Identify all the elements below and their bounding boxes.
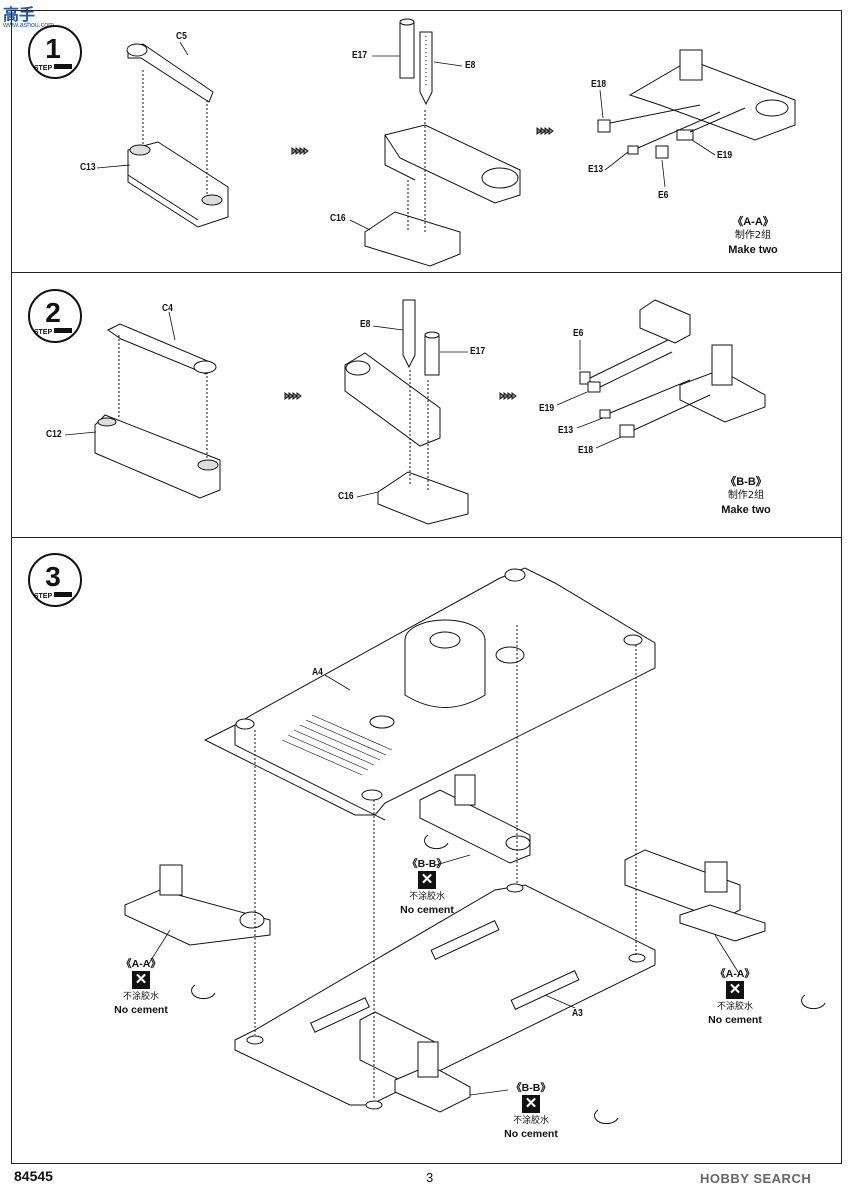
step-1-badge: 1 STEP	[26, 24, 84, 85]
no-cement-note: 《A-A》 ✕ 不涂胶水 No cement	[106, 958, 176, 1017]
part-label: C4	[162, 303, 173, 314]
step-1-panel	[11, 10, 842, 273]
step1-base-c16-drawing	[364, 110, 461, 267]
watermark-site: www.ashou.com	[3, 22, 54, 29]
step1-part-c5-drawing	[126, 43, 214, 103]
part-label: A4	[312, 667, 323, 678]
step2-part-c12-drawing	[94, 335, 221, 499]
no-cement-cn: 不涂胶水	[512, 1116, 549, 1126]
part-label: E17	[470, 346, 486, 357]
step-3-panel	[11, 538, 842, 1164]
part-label: C12	[46, 429, 62, 440]
step2-part-c4-drawing	[107, 323, 217, 375]
step-number: 1	[45, 33, 61, 64]
no-cement-note: 《B-B》 ✕ 不涂胶水 No cement	[392, 858, 462, 917]
no-cement-cn: 不涂胶水	[122, 992, 159, 1002]
part-label: E18	[578, 445, 594, 456]
no-glue-icon: ✕	[726, 981, 744, 999]
part-label: E13	[588, 164, 604, 175]
view-label: 《A-A》	[715, 968, 755, 980]
part-label: E18	[591, 79, 607, 90]
step-number: 2	[45, 297, 61, 328]
quantity-en: Make two	[728, 244, 778, 256]
step-number: 3	[45, 561, 61, 592]
part-label: E13	[558, 425, 574, 436]
no-cement-en: No cement	[114, 1004, 168, 1016]
step-label: STEP	[34, 65, 53, 72]
step1-part-c13-drawing	[127, 70, 229, 228]
step-2-badge: 2 STEP	[26, 288, 84, 349]
step-badge-icon: 1 STEP	[28, 25, 82, 79]
step2-base-c16-drawing	[377, 370, 469, 525]
no-cement-en: No cement	[504, 1128, 558, 1140]
part-label: E8	[465, 60, 476, 71]
part-label: E6	[573, 328, 584, 339]
step-2-note: 《B-B》 制作2组 Make two	[711, 475, 781, 517]
step-label: STEP	[34, 329, 53, 336]
no-cement-en: No cement	[400, 904, 454, 916]
no-cement-cn: 不涂胶水	[716, 1002, 753, 1012]
part-label: E6	[658, 190, 669, 201]
step3-arm-center-bb-drawing	[419, 774, 531, 864]
part-label: C5	[176, 31, 187, 42]
view-label: 《A-A》	[732, 216, 774, 228]
quantity-cn: 制作2组	[727, 490, 765, 501]
part-label: C16	[330, 213, 346, 224]
step-1-note: 《A-A》 制作2组 Make two	[718, 215, 788, 257]
view-label: 《A-A》	[121, 958, 161, 970]
step2-pins-drawing	[402, 299, 440, 376]
part-label: E8	[360, 319, 371, 330]
no-cement-note: 《A-A》 ✕ 不涂胶水 No cement	[700, 968, 770, 1027]
step3-arm-right-aa-drawing	[624, 849, 766, 942]
quantity-cn: 制作2组	[734, 230, 772, 241]
step3-arm-bottom-bb-drawing	[359, 1011, 471, 1113]
page-number: 3	[426, 1170, 434, 1185]
step2-assembly-bb-drawing	[579, 299, 766, 438]
part-label: A3	[572, 1008, 583, 1019]
step3-clip-hints	[191, 834, 826, 1125]
no-glue-icon: ✕	[418, 871, 436, 889]
part-label: E19	[717, 150, 733, 161]
view-label: 《B-B》	[407, 858, 447, 870]
step-badge-icon: 2 STEP	[28, 289, 82, 343]
step-2-panel	[11, 273, 842, 538]
step-3-badge: 3 STEP	[26, 552, 84, 613]
step1-arm-drawing	[384, 124, 521, 204]
no-cement-cn: 不涂胶水	[408, 892, 445, 902]
step-badge-icon: 3 STEP	[28, 553, 82, 607]
no-cement-note: 《B-B》 ✕ 不涂胶水 No cement	[496, 1082, 566, 1141]
step-label: STEP	[34, 593, 53, 600]
step1-pins-drawing	[399, 18, 433, 106]
hobbysearch-watermark: HOBBY SEARCH	[700, 1171, 812, 1186]
step3-lower-hull-a3-drawing	[234, 883, 656, 1110]
part-label: E19	[539, 403, 555, 414]
quantity-en: Make two	[721, 504, 771, 516]
no-cement-en: No cement	[708, 1014, 762, 1026]
part-label: C13	[80, 162, 96, 173]
view-label: 《B-B》	[511, 1082, 551, 1094]
step3-upper-hull-a4-drawing	[203, 567, 656, 821]
step3-arm-left-aa-drawing	[124, 864, 271, 946]
no-glue-icon: ✕	[522, 1095, 540, 1113]
no-glue-icon: ✕	[132, 971, 150, 989]
view-label: 《B-B》	[725, 476, 767, 488]
kit-code: 84545	[14, 1168, 53, 1184]
step1-assembly-aa-drawing	[597, 49, 796, 159]
part-label: E17	[352, 50, 368, 61]
part-label: C16	[338, 491, 354, 502]
step2-arm-drawing	[344, 352, 441, 447]
